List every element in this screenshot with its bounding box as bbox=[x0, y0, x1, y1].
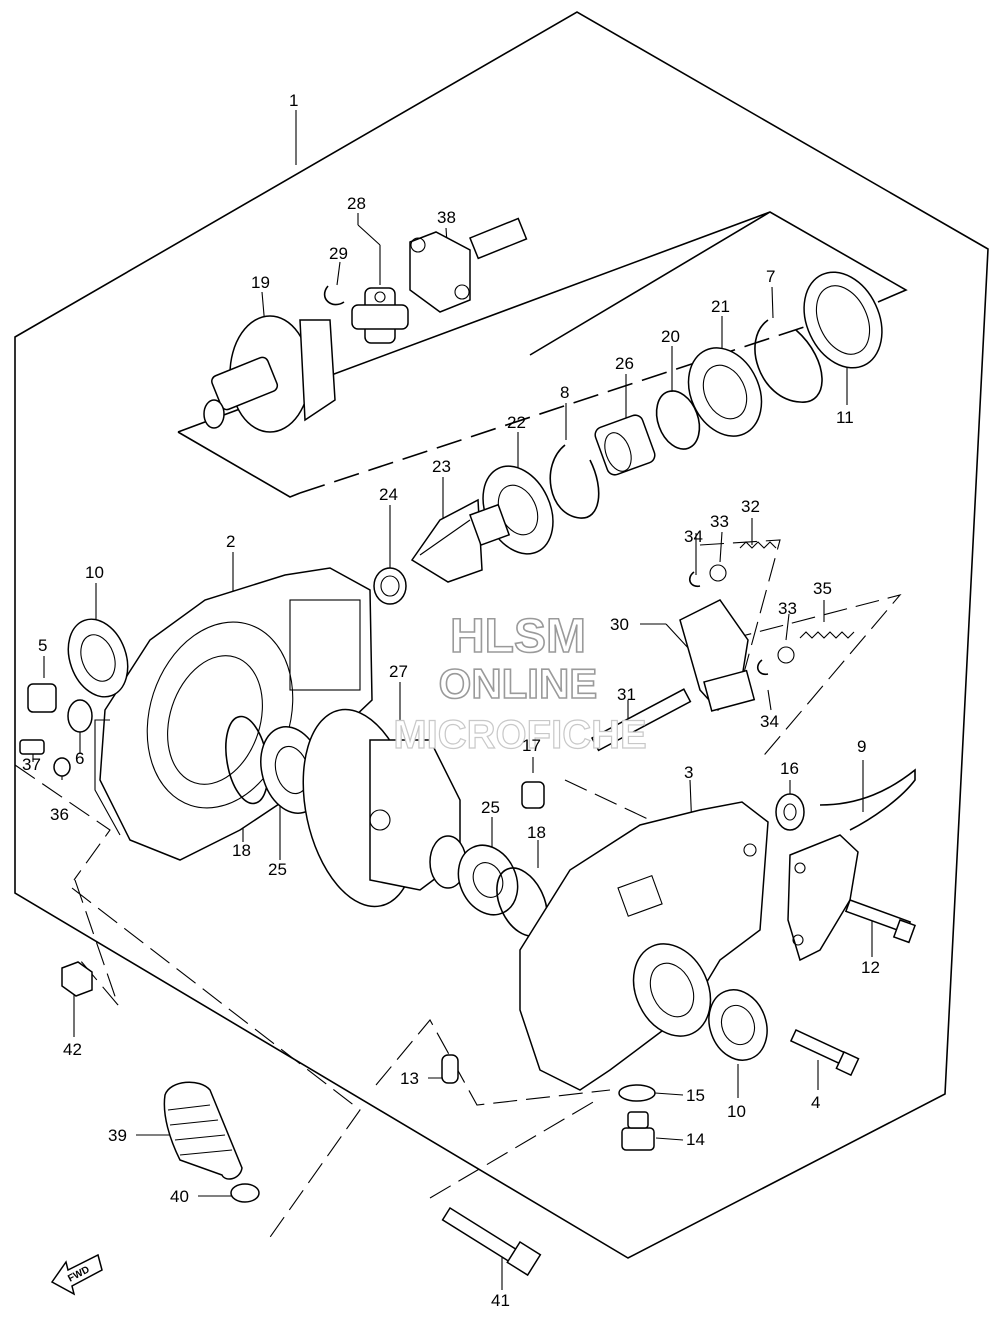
callout-41: 41 bbox=[491, 1291, 510, 1310]
callout-42: 42 bbox=[63, 1040, 82, 1059]
callout-8: 8 bbox=[560, 383, 569, 402]
bearing-21-part bbox=[687, 347, 763, 437]
callout-21: 21 bbox=[711, 297, 730, 316]
clamp-40-part bbox=[230, 1183, 260, 1203]
small-fasteners-left bbox=[19, 683, 93, 777]
callout-18a: 18 bbox=[232, 841, 251, 860]
flange-yoke-part bbox=[203, 315, 336, 433]
plug-14-part bbox=[621, 1111, 655, 1151]
callout-33b: 33 bbox=[778, 599, 797, 618]
dowel-13-part bbox=[441, 1054, 459, 1084]
callout-25b: 25 bbox=[481, 798, 500, 817]
watermark-line2: ONLINE bbox=[439, 660, 598, 707]
callout-19: 19 bbox=[251, 273, 270, 292]
callout-1: 1 bbox=[289, 91, 298, 110]
callout-32: 32 bbox=[741, 497, 760, 516]
callout-34a: 34 bbox=[684, 527, 703, 546]
callout-labels: 1 2 3 4 5 6 7 8 9 10 10 11 12 13 14 15 1… bbox=[22, 91, 880, 1310]
circlip-8-part bbox=[549, 444, 600, 519]
sleeve-26-part bbox=[594, 414, 656, 476]
callout-34b: 34 bbox=[760, 712, 779, 731]
bolt-41-part bbox=[441, 1206, 542, 1277]
ring-20-part bbox=[655, 390, 701, 450]
callout-12: 12 bbox=[861, 958, 880, 977]
fwd-arrow-icon: FWD bbox=[50, 1253, 103, 1296]
seal-10-left-part bbox=[67, 618, 129, 698]
bushing-17-part bbox=[521, 781, 545, 809]
callout-6: 6 bbox=[75, 749, 84, 768]
callout-35: 35 bbox=[813, 579, 832, 598]
callout-30: 30 bbox=[610, 615, 629, 634]
callout-14: 14 bbox=[686, 1130, 705, 1149]
callout-28: 28 bbox=[347, 194, 366, 213]
callout-40: 40 bbox=[170, 1187, 189, 1206]
callout-2: 2 bbox=[226, 532, 235, 551]
callout-38: 38 bbox=[437, 208, 456, 227]
callout-11: 11 bbox=[836, 408, 854, 427]
washer-15-part bbox=[618, 1084, 656, 1102]
callout-3: 3 bbox=[684, 763, 693, 782]
callout-29: 29 bbox=[329, 244, 348, 263]
pinion-gear-part bbox=[410, 498, 511, 583]
shift-fork-part bbox=[679, 541, 855, 712]
callout-37: 37 bbox=[22, 755, 41, 774]
bolt-12-part bbox=[844, 899, 916, 944]
callout-27: 27 bbox=[389, 662, 408, 681]
callout-25a: 25 bbox=[268, 860, 287, 879]
needle-bearing-part bbox=[373, 567, 407, 605]
seal-10-right-part bbox=[708, 989, 768, 1061]
seal-16-part bbox=[775, 793, 805, 831]
callout-22: 22 bbox=[507, 413, 526, 432]
callout-26: 26 bbox=[615, 354, 634, 373]
boot-39-part bbox=[163, 1081, 243, 1180]
bolt-4-part bbox=[789, 1029, 860, 1077]
callout-15: 15 bbox=[686, 1086, 705, 1105]
oil-seal-part bbox=[754, 271, 883, 403]
callout-24: 24 bbox=[379, 485, 398, 504]
callout-36: 36 bbox=[50, 805, 69, 824]
callout-17: 17 bbox=[522, 736, 541, 755]
callout-10a: 10 bbox=[85, 563, 104, 582]
watermark-line3: MICROFICHE bbox=[393, 713, 646, 757]
upper-group-box bbox=[177, 211, 908, 498]
callout-4: 4 bbox=[811, 1093, 820, 1112]
callout-33a: 33 bbox=[710, 512, 729, 531]
callout-16: 16 bbox=[780, 759, 799, 778]
callout-18b: 18 bbox=[527, 823, 546, 842]
yoke-shaft-part bbox=[409, 217, 528, 313]
differential-part bbox=[302, 708, 467, 908]
callout-9: 9 bbox=[857, 737, 866, 756]
nut-42-part bbox=[61, 961, 93, 997]
callout-10b: 10 bbox=[727, 1102, 746, 1121]
callout-23: 23 bbox=[432, 457, 451, 476]
callout-31: 31 bbox=[617, 685, 636, 704]
callout-20: 20 bbox=[661, 327, 680, 346]
assembly-border bbox=[14, 11, 989, 1259]
callout-5: 5 bbox=[38, 636, 47, 655]
callout-13: 13 bbox=[400, 1069, 419, 1088]
callout-7: 7 bbox=[766, 267, 775, 286]
gear-case-right-part bbox=[519, 801, 769, 1091]
upper-group-dash bbox=[299, 301, 881, 494]
universal-joint-part bbox=[323, 285, 409, 344]
watermark-line1: HLSM bbox=[450, 610, 586, 663]
callout-39: 39 bbox=[108, 1126, 127, 1145]
shift-shaft-part bbox=[590, 688, 692, 752]
bracket-9-part bbox=[787, 768, 916, 962]
